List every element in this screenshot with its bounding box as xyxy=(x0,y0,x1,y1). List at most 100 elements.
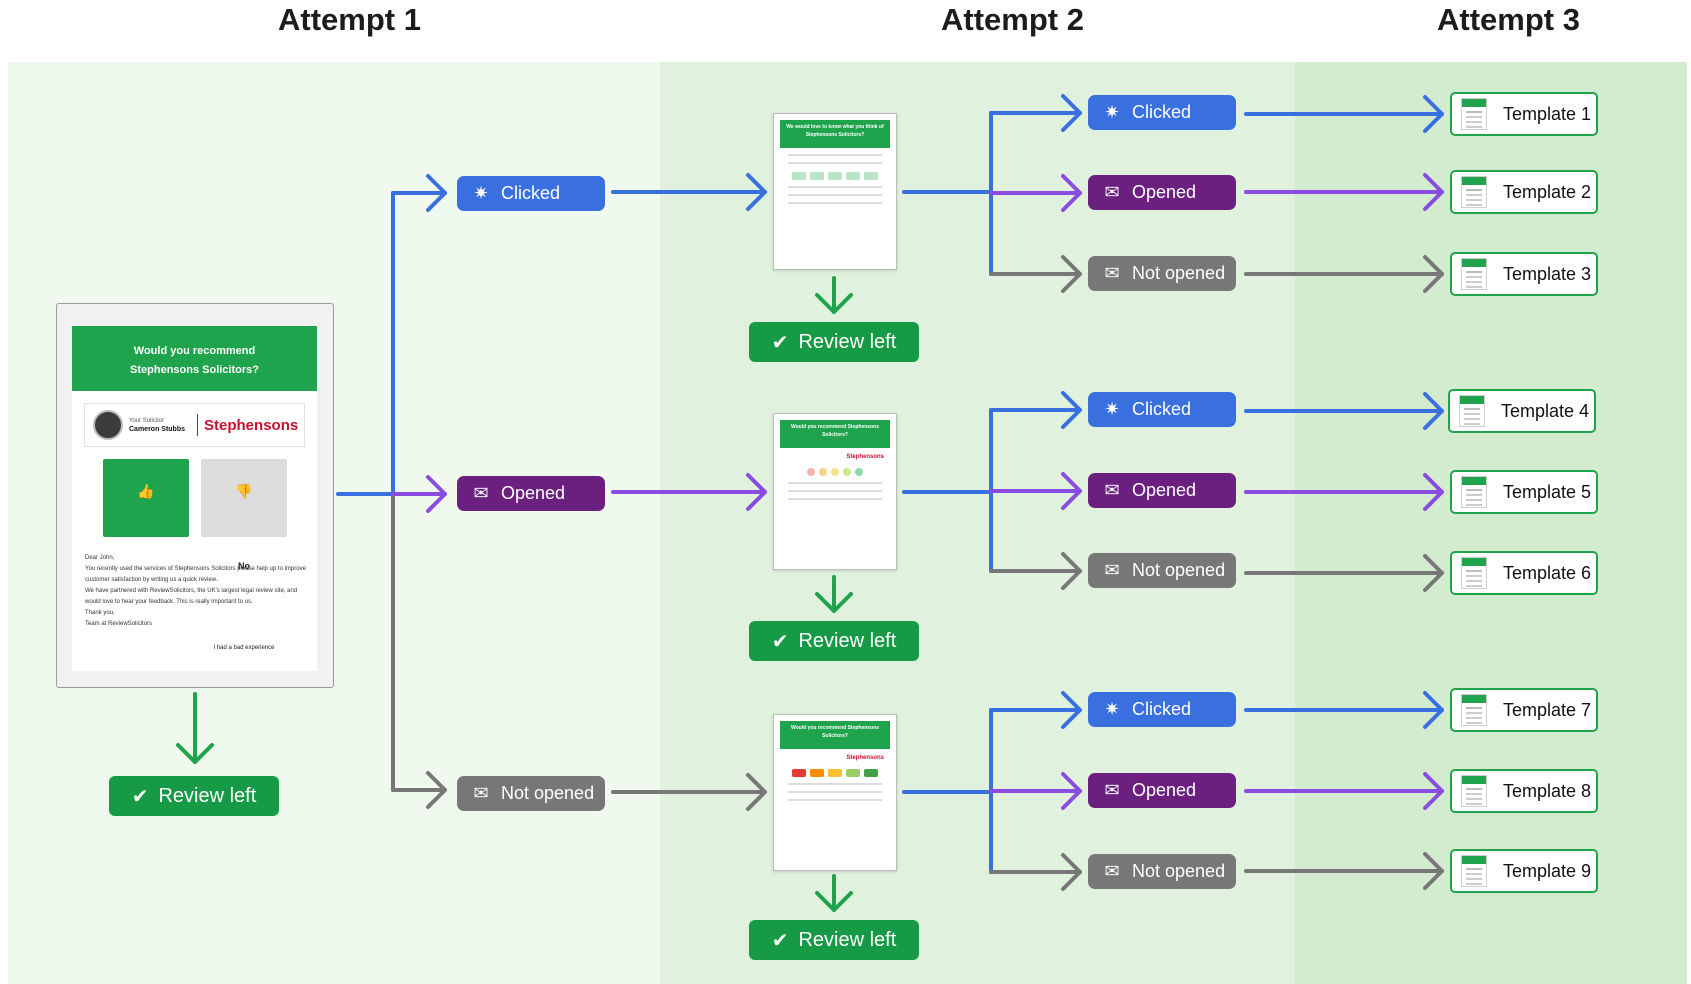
no-sub-label: I had a bad experience xyxy=(213,645,275,651)
template-card-7: Template 7 xyxy=(1450,688,1598,732)
attempt1-email-preview: Would you recommend Stephensons Solicito… xyxy=(56,303,334,688)
attempt2-review-left-badge-1: ✔ Review left xyxy=(749,322,919,362)
attempt3-header: Attempt 3 xyxy=(1437,2,1580,37)
arrow-head xyxy=(1423,554,1444,592)
email-text: Dear John, You recently used the service… xyxy=(85,553,317,630)
envelope-icon: ✉ xyxy=(1104,861,1120,881)
mini-email-header: Would you recommend Stephensons Solicito… xyxy=(780,420,890,448)
brand-divider xyxy=(197,414,199,436)
clicked-label: Clicked xyxy=(1132,102,1192,122)
yes-label: Yes xyxy=(138,561,154,571)
envelope-icon: ✉ xyxy=(1104,560,1120,580)
template-thumbnail-icon xyxy=(1461,775,1487,807)
template-thumbnail-icon xyxy=(1461,694,1487,726)
template-card-3: Template 3 xyxy=(1450,252,1598,296)
attempt2-review-left-badge-3: ✔ Review left xyxy=(749,920,919,960)
arrow-head xyxy=(1061,691,1082,729)
attempt1-opened-pill: ✉ Opened xyxy=(457,476,605,511)
emoji-row xyxy=(780,468,890,476)
arrow-head xyxy=(1061,255,1082,293)
email-line4: would love to hear your feedback. This i… xyxy=(85,599,253,605)
template-thumbnail-icon xyxy=(1461,258,1487,290)
cursor-click-icon: ✷ xyxy=(1104,102,1120,122)
review-left-label: Review left xyxy=(158,784,257,807)
attempt2-email-preview-3: Would you recommend Stephensons Solicito… xyxy=(773,714,897,871)
yes-button[interactable]: 👍 Yes I had a great experience xyxy=(103,459,189,651)
attempt1-header: Attempt 1 xyxy=(278,2,421,37)
solicitor-block: Your Solicitor Cameron Stubbs Stephenson… xyxy=(84,403,305,447)
mini-brand: Stephensons xyxy=(846,755,884,761)
not-opened-label: Not opened xyxy=(501,783,595,803)
thumbs-down-icon: 👎 xyxy=(235,483,253,499)
yes-no-options: 👍 Yes I had a great experience 👎 No I ha… xyxy=(103,459,317,651)
brand-logo: Stephensons xyxy=(204,416,299,434)
template-thumbnail-icon xyxy=(1459,395,1485,427)
attempt2-group2-not-opened-pill: ✉ Not opened xyxy=(1088,553,1236,588)
template-label: Template 9 xyxy=(1503,860,1592,881)
opened-label: Opened xyxy=(1132,780,1197,800)
template-thumbnail-icon xyxy=(1461,98,1487,130)
envelope-icon: ✉ xyxy=(1104,263,1120,283)
clicked-label: Clicked xyxy=(501,183,561,203)
template-thumbnail-icon xyxy=(1461,557,1487,589)
email-header-line1: Would you recommend xyxy=(133,345,256,357)
template-card-1: Template 1 xyxy=(1450,92,1598,136)
email-header-line2: Stephensons Solicitors? xyxy=(130,364,259,376)
attempt3-band xyxy=(1295,62,1687,984)
arrow-head xyxy=(1061,853,1082,891)
no-button[interactable]: 👎 No I had a bad experience xyxy=(201,459,287,651)
arrow-head xyxy=(1061,174,1082,212)
attempt2-group1-opened-pill: ✉ Opened xyxy=(1088,175,1236,210)
attempt2-header: Attempt 2 xyxy=(941,2,1084,37)
template-card-5: Template 5 xyxy=(1450,470,1598,514)
solicitor-title: Your Solicitor xyxy=(129,418,165,424)
mini-email-header: We would love to know what you think of … xyxy=(780,120,890,148)
arrow-head xyxy=(1423,691,1444,729)
attempt2-group3-clicked-pill: ✷ Clicked xyxy=(1088,692,1236,727)
envelope-open-icon: ✉ xyxy=(1104,182,1120,202)
arrow-head xyxy=(1423,852,1444,890)
arrow-head xyxy=(1423,173,1444,211)
email-body: Would you recommend Stephensons Solicito… xyxy=(72,326,317,671)
envelope-open-icon: ✉ xyxy=(1104,480,1120,500)
attempt2-group3-opened-pill: ✉ Opened xyxy=(1088,773,1236,808)
no-label: No xyxy=(238,561,250,571)
arrow-head xyxy=(1061,472,1082,510)
mini-email-header: Would you recommend Stephensons Solicito… xyxy=(780,721,890,749)
review-left-label: Review left xyxy=(798,330,897,353)
arrow-head xyxy=(1423,392,1444,430)
cursor-click-icon: ✷ xyxy=(1104,699,1120,719)
template-label: Template 1 xyxy=(1503,103,1592,124)
attempt2-group2-clicked-pill: ✷ Clicked xyxy=(1088,392,1236,427)
template-card-6: Template 6 xyxy=(1450,551,1598,595)
review-left-label: Review left xyxy=(798,629,897,652)
opened-label: Opened xyxy=(1132,182,1197,202)
template-label: Template 3 xyxy=(1503,263,1592,284)
not-opened-label: Not opened xyxy=(1132,263,1226,283)
template-label: Template 8 xyxy=(1503,780,1592,801)
check-icon: ✔ xyxy=(131,785,149,808)
template-card-8: Template 8 xyxy=(1450,769,1598,813)
attempt2-email-preview-2: Would you recommend Stephensons Solicito… xyxy=(773,413,897,570)
opened-label: Opened xyxy=(501,483,566,503)
template-thumbnail-icon xyxy=(1461,176,1487,208)
arrow-head xyxy=(1061,552,1082,590)
template-card-2: Template 2 xyxy=(1450,170,1598,214)
template-thumbnail-icon xyxy=(1461,476,1487,508)
arrow-head xyxy=(1061,772,1082,810)
not-opened-label: Not opened xyxy=(1132,560,1226,580)
email-line3: We have partnered with ReviewSolicitors,… xyxy=(85,588,298,594)
template-label: Template 5 xyxy=(1503,481,1592,502)
email-greeting: Dear John, xyxy=(85,555,115,561)
cursor-click-icon: ✷ xyxy=(1104,399,1120,419)
thumbs-up-icon: 👍 xyxy=(137,483,155,499)
arrow-head xyxy=(1423,255,1444,293)
email-line2: customer satisfaction by writing us a qu… xyxy=(85,577,218,583)
template-label: Template 4 xyxy=(1501,400,1590,421)
attempt1-clicked-pill: ✷ Clicked xyxy=(457,176,605,211)
email-thanks: Thank you, xyxy=(85,610,115,616)
attempt2-band xyxy=(660,62,1295,984)
template-card-4: Template 4 xyxy=(1448,389,1596,433)
